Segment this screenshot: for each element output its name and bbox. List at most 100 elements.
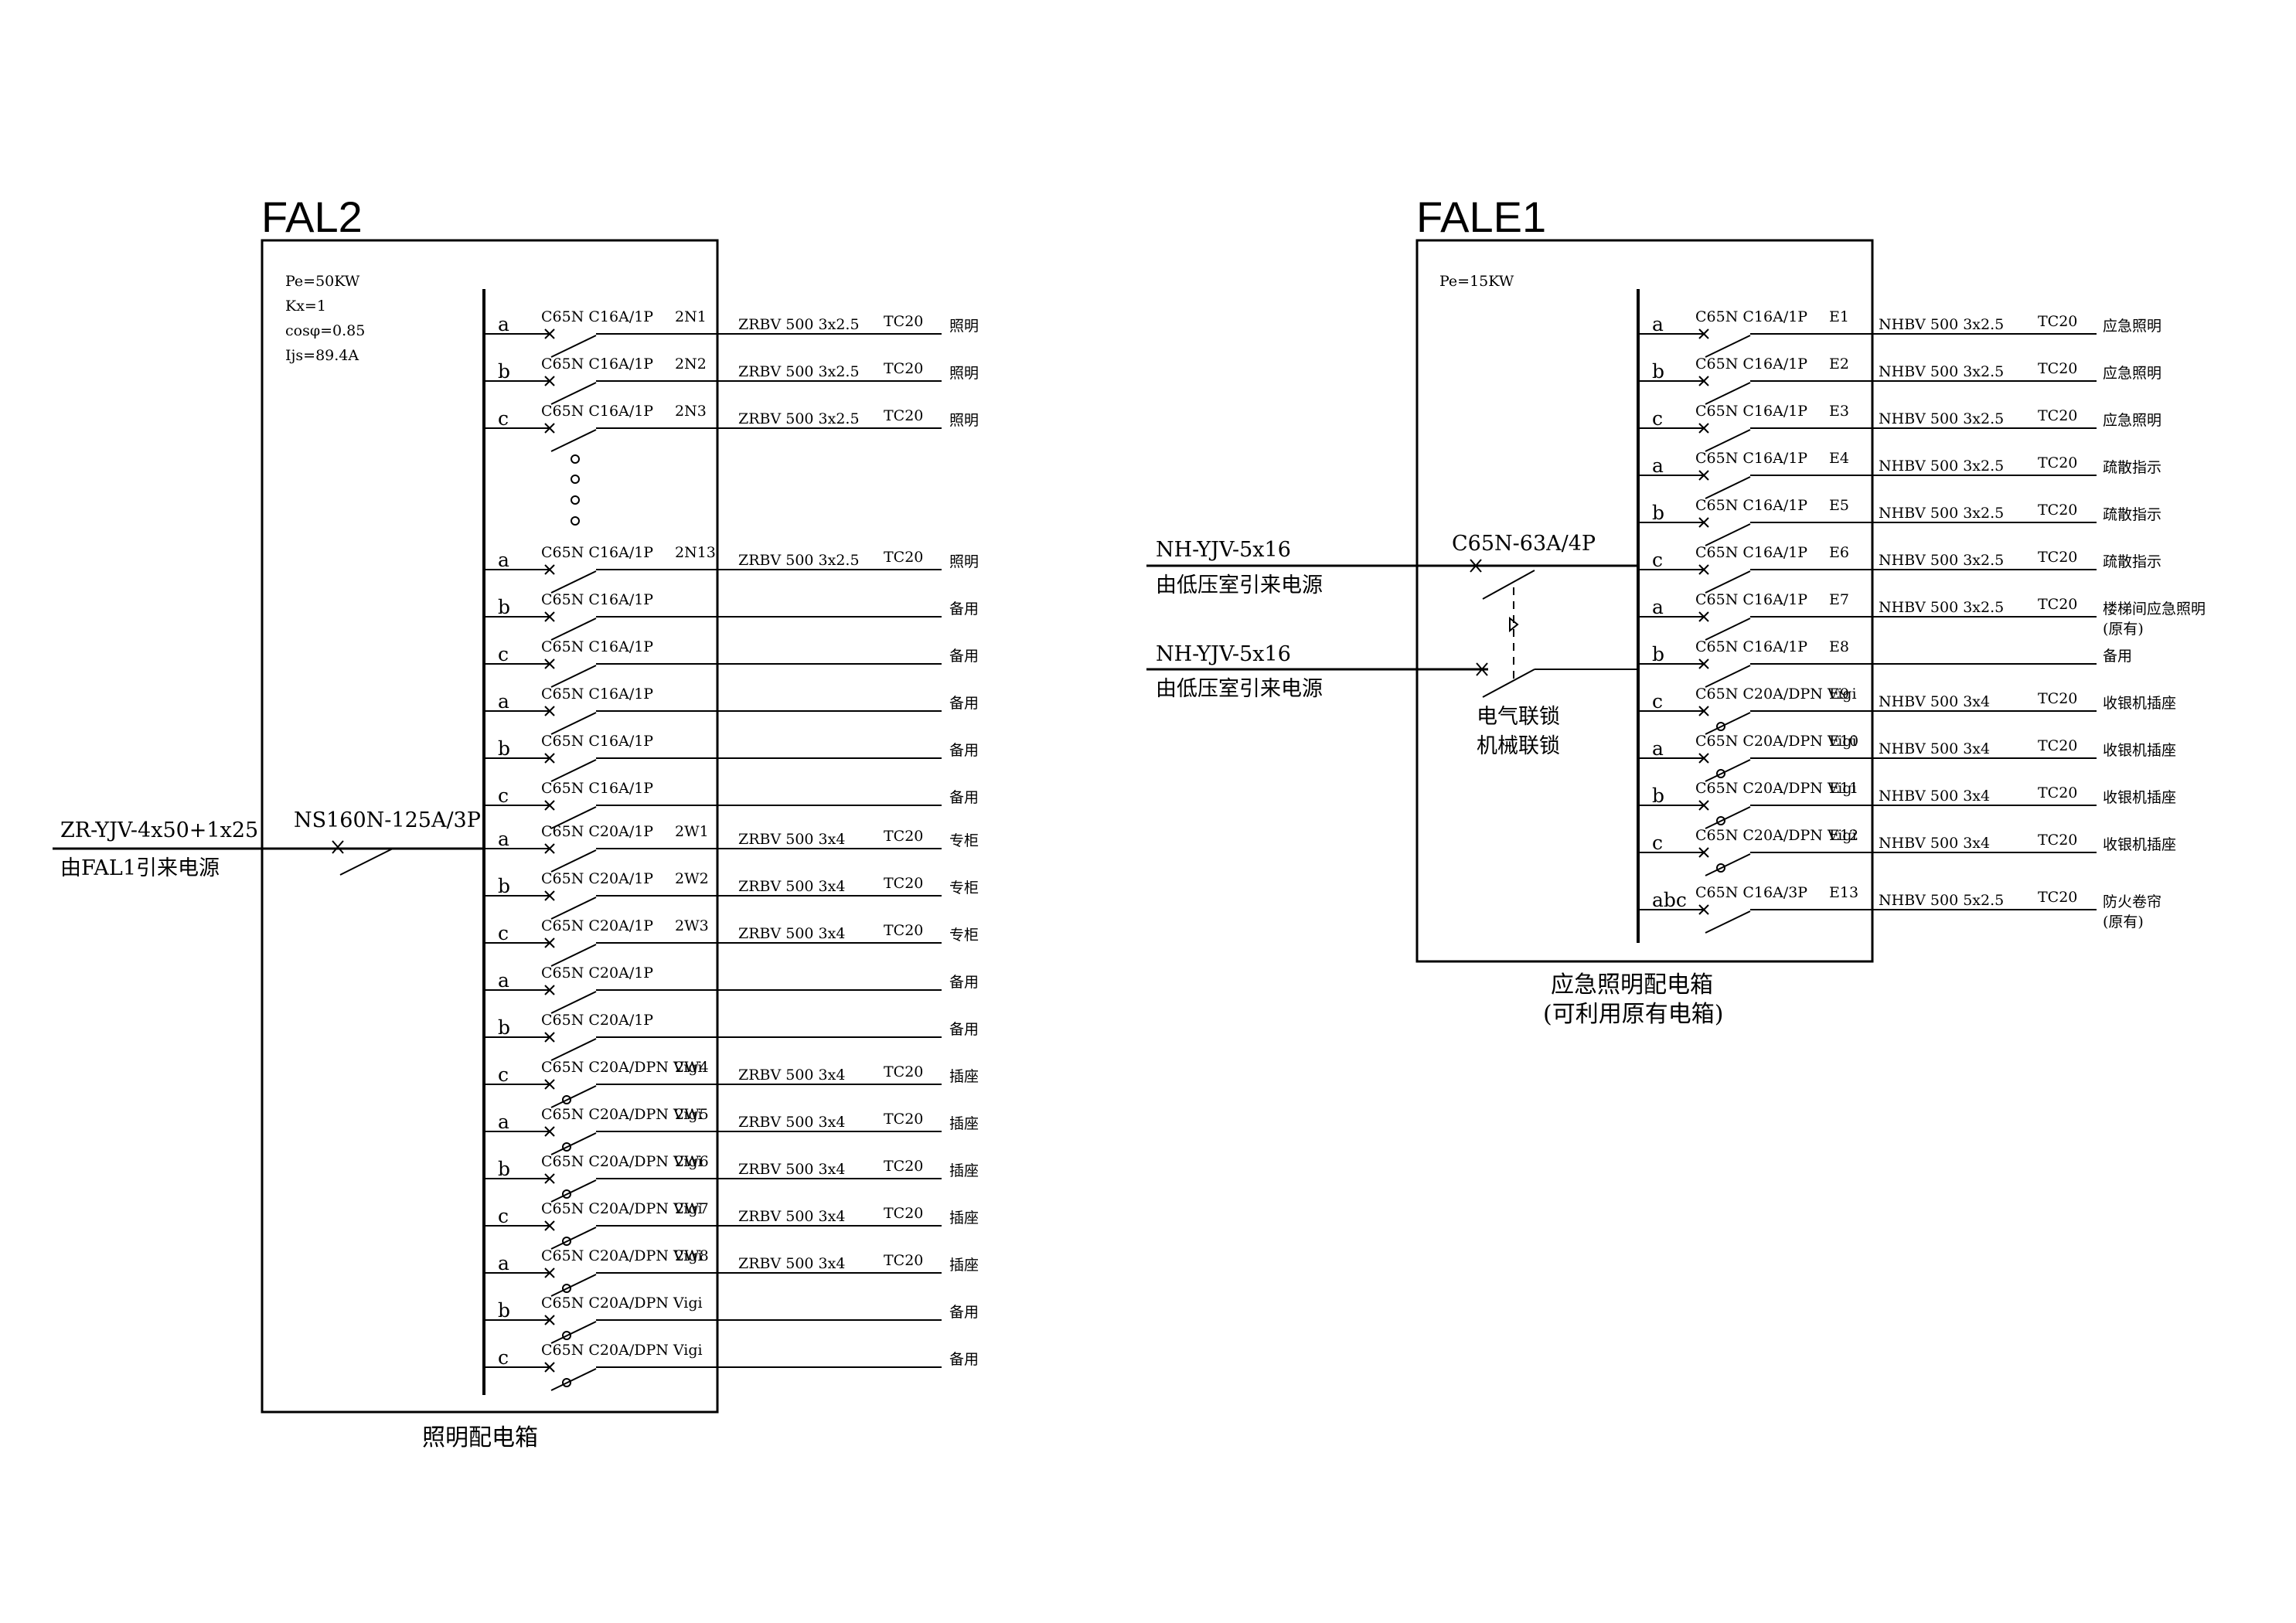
circuit-breaker-label: C65N C20A/DPN Vigi	[541, 1106, 703, 1123]
circuit-conduit: TC20	[2038, 690, 2077, 707]
fale1-title: FALE1	[1416, 192, 1546, 241]
breaker-symbol	[544, 753, 597, 782]
circuit-cable: ZRBV 500 3x2.5	[738, 363, 860, 380]
circuit-cable: ZRBV 500 3x2.5	[738, 410, 860, 427]
circuit-load: 收银机插座	[2103, 742, 2176, 759]
circuit-load: 应急照明	[2103, 318, 2161, 335]
circuit-load: 专柜	[949, 832, 979, 849]
circuit-id: 2W2	[675, 870, 709, 887]
fal2-feed-source: 由FAL1引来电源	[60, 856, 220, 880]
circuit-load: 楼梯间应急照明	[2103, 601, 2206, 618]
circuit-cable: ZRBV 500 3x2.5	[738, 552, 860, 569]
fal2-title: FAL2	[261, 192, 363, 241]
circuit-breaker-label: C65N C20A/DPN Vigi	[1695, 827, 1857, 844]
circuit-cable: ZRBV 500 3x4	[738, 1067, 845, 1084]
circuit-conduit: TC20	[2038, 737, 2077, 754]
circuit-id: E6	[1829, 544, 1849, 561]
circuit-load: 插座	[949, 1162, 979, 1179]
breaker-symbol	[544, 800, 597, 829]
circuit-load: 照明	[949, 412, 979, 429]
circuit-breaker-label: C65N C20A/1P	[541, 1012, 653, 1029]
circuit-cable: NHBV 500 3x4	[1879, 693, 1990, 710]
circuit-breaker-label: C65N C20A/1P	[541, 965, 653, 982]
circuit-breaker-label: C65N C16A/3P	[1695, 884, 1807, 901]
fale1-feed2-cable: NH-YJV-5x16	[1156, 642, 1291, 666]
rcd-breaker-symbol	[1698, 753, 1751, 782]
circuit-load: 应急照明	[2103, 412, 2161, 429]
circuit-conduit: TC20	[884, 1252, 923, 1269]
circuit-load-note: (原有)	[2103, 621, 2144, 638]
circuit-phase: b	[1652, 360, 1664, 383]
fal2-param-cos: cosφ=0.85	[285, 322, 365, 339]
circuit-phase: c	[1652, 832, 1663, 854]
fal2-param-ijs: Ijs=89.4A	[285, 347, 359, 364]
circuit-conduit: TC20	[884, 407, 923, 424]
circuit-phase: abc	[1652, 889, 1687, 911]
rcd-breaker-symbol	[544, 1079, 597, 1108]
circuit-phase: b	[498, 1299, 510, 1322]
circuit-conduit: TC20	[2038, 502, 2077, 519]
circuit-phase: c	[498, 1346, 509, 1369]
fal2-param-pe: Pe=50KW	[285, 273, 360, 290]
circuit-phase: b	[498, 360, 510, 383]
circuit-phase: a	[498, 1252, 509, 1274]
circuit-conduit: TC20	[2038, 360, 2077, 377]
fale1-caption: 应急照明配电箱	[1551, 971, 1713, 999]
fal2-main-breaker-label: NS160N-125A/3P	[294, 808, 481, 832]
breaker-symbol	[1698, 328, 1751, 358]
rcd-breaker-symbol	[544, 1362, 597, 1391]
circuit-load: 照明	[949, 553, 979, 570]
circuit-phase: c	[1652, 549, 1663, 571]
breaker-symbol	[544, 564, 597, 594]
fal2-caption: 照明配电箱	[422, 1424, 538, 1451]
circuit-cable: ZRBV 500 3x4	[738, 925, 845, 942]
circuit-breaker-label: C65N C20A/DPN Vigi	[541, 1342, 703, 1359]
circuit-phase: a	[498, 1111, 509, 1133]
circuit-breaker-label: C65N C20A/1P	[541, 870, 653, 887]
circuit-phase: a	[1652, 596, 1664, 618]
circuit-conduit: TC20	[2038, 596, 2077, 613]
circuit-breaker-label: C65N C20A/DPN Vigi	[541, 1200, 703, 1217]
circuit-phase: a	[1652, 313, 1664, 335]
circuit-load: 备用	[949, 974, 979, 991]
breaker-symbol	[544, 376, 597, 405]
rcd-breaker-symbol	[1698, 847, 1751, 876]
circuit-id: E5	[1829, 497, 1849, 514]
circuit-breaker-label: C65N C16A/1P	[1695, 544, 1807, 561]
circuit-breaker-label: C65N C16A/1P	[541, 733, 653, 750]
circuit-phase: a	[1652, 454, 1664, 477]
circuit-cable: NHBV 500 3x4	[1879, 788, 1990, 805]
circuit-load: 收银机插座	[2103, 789, 2176, 806]
breaker-symbol	[544, 843, 597, 873]
circuit-id: E12	[1829, 827, 1858, 844]
circuit-cable: NHBV 500 3x2.5	[1879, 458, 2004, 475]
circuit-conduit: TC20	[2038, 313, 2077, 330]
circuit-breaker-label: C65N C16A/1P	[1695, 308, 1807, 325]
circuit-cable: ZRBV 500 3x4	[738, 1255, 845, 1272]
circuit-load: 专柜	[949, 880, 979, 897]
circuit-conduit: TC20	[884, 360, 923, 377]
circuit-id: E10	[1829, 733, 1858, 750]
circuit-load: 防火卷帘	[2103, 893, 2161, 910]
circuit-id: E11	[1829, 780, 1858, 797]
circuit-load: 插座	[949, 1068, 979, 1085]
